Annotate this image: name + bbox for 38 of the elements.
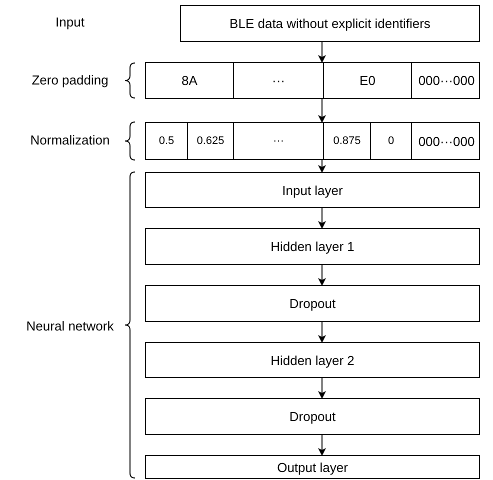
box-label: Hidden layer 2 bbox=[270, 352, 354, 368]
table-cell: 8A bbox=[146, 63, 233, 98]
box-label: Dropout bbox=[289, 296, 336, 311]
table-cell: 0.625 bbox=[187, 123, 233, 159]
arrow bbox=[318, 322, 326, 343]
data-row bbox=[145, 62, 480, 99]
table-cell: ··· bbox=[233, 63, 323, 98]
process-box bbox=[145, 228, 480, 265]
table-cell: 0.875 bbox=[323, 123, 370, 159]
box-label: BLE data without explicit identifiers bbox=[230, 16, 430, 31]
process-box bbox=[145, 342, 480, 378]
box-label: Output layer bbox=[277, 460, 348, 474]
arrow bbox=[318, 378, 326, 399]
table-cell: 000···000 bbox=[411, 123, 481, 159]
arrow bbox=[318, 434, 326, 456]
table-cell: 000···000 bbox=[411, 63, 481, 98]
arrow bbox=[318, 208, 326, 229]
stage-label: Normalization bbox=[30, 132, 110, 148]
process-box bbox=[145, 285, 480, 322]
process-box bbox=[180, 5, 480, 42]
process-box bbox=[145, 172, 480, 208]
arrow bbox=[318, 42, 326, 63]
table-cell: E0 bbox=[323, 63, 411, 98]
process-box bbox=[145, 398, 480, 435]
stage-label: Input bbox=[56, 14, 84, 30]
box-label: Dropout bbox=[289, 409, 336, 424]
box-label: Hidden layer 1 bbox=[270, 239, 354, 254]
arrow bbox=[318, 98, 326, 123]
arrow bbox=[318, 160, 326, 173]
stage-label: Neural network bbox=[26, 318, 114, 334]
box-label: Input layer bbox=[282, 182, 343, 198]
data-row bbox=[145, 122, 480, 160]
table-cell: 0 bbox=[370, 123, 411, 159]
table-cell: 0.5 bbox=[146, 123, 187, 159]
table-cell: ··· bbox=[233, 123, 323, 159]
arrow bbox=[318, 264, 326, 286]
stage-label: Zero padding bbox=[32, 72, 108, 88]
process-box bbox=[145, 455, 480, 479]
